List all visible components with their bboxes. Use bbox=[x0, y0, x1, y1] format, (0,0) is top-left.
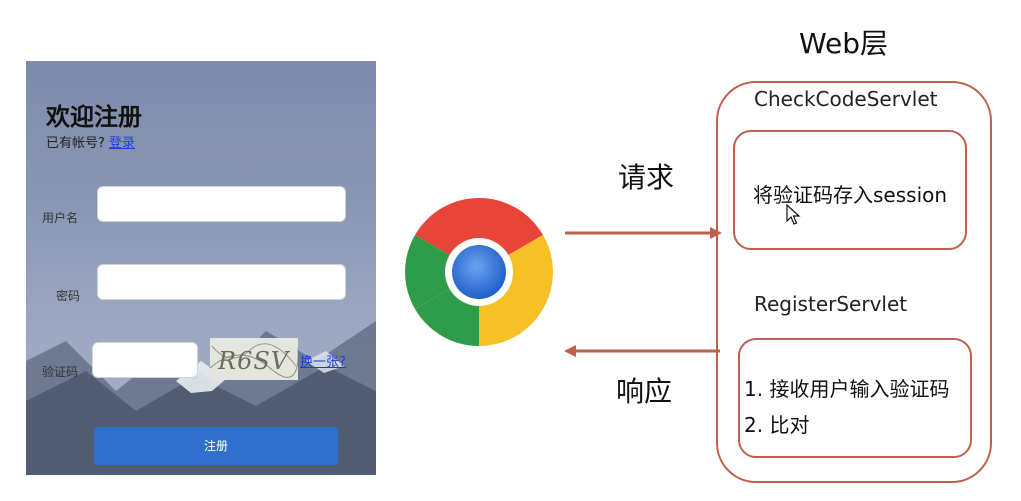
request-label: 请求 bbox=[618, 161, 675, 194]
chrome-logo-icon bbox=[405, 198, 553, 346]
request-response-arrows bbox=[564, 227, 722, 357]
register-step-2: 2. 比对 bbox=[744, 413, 810, 437]
captcha-label: 验证码 bbox=[42, 365, 79, 379]
web-layer-box bbox=[716, 81, 992, 483]
change-captcha-link[interactable]: 换一张? bbox=[300, 355, 346, 370]
password-input[interactable] bbox=[97, 264, 346, 300]
registration-form-screenshot: 欢迎注册 已有帐号?登录 用户名 密码 验证码 R6SV 换一张? 注册 bbox=[26, 61, 376, 475]
register-button[interactable]: 注册 bbox=[94, 427, 338, 465]
check-code-step: 将验证码存入session bbox=[753, 183, 948, 207]
username-label: 用户名 bbox=[42, 211, 79, 225]
has-account-text: 已有帐号?登录 bbox=[46, 132, 135, 151]
check-code-servlet-box bbox=[733, 130, 967, 250]
username-input[interactable] bbox=[97, 186, 346, 222]
register-servlet-name: RegisterServlet bbox=[754, 292, 908, 316]
login-link[interactable]: 登录 bbox=[108, 136, 135, 151]
register-step-1: 1. 接收用户输入验证码 bbox=[744, 377, 950, 401]
mouse-cursor-icon bbox=[786, 204, 801, 225]
form-title: 欢迎注册 bbox=[46, 103, 142, 131]
response-label: 响应 bbox=[616, 375, 673, 408]
captcha-input[interactable] bbox=[92, 342, 198, 378]
captcha-image[interactable]: R6SV bbox=[209, 338, 299, 380]
check-code-servlet-name: CheckCodeServlet bbox=[754, 87, 938, 111]
svg-text:R6SV: R6SV bbox=[217, 347, 291, 375]
register-servlet-box bbox=[738, 338, 972, 458]
response-arrowhead bbox=[564, 345, 576, 357]
password-label: 密码 bbox=[56, 289, 81, 303]
has-account-label: 已有帐号? bbox=[46, 136, 105, 151]
web-layer-title: Web层 bbox=[799, 27, 889, 60]
